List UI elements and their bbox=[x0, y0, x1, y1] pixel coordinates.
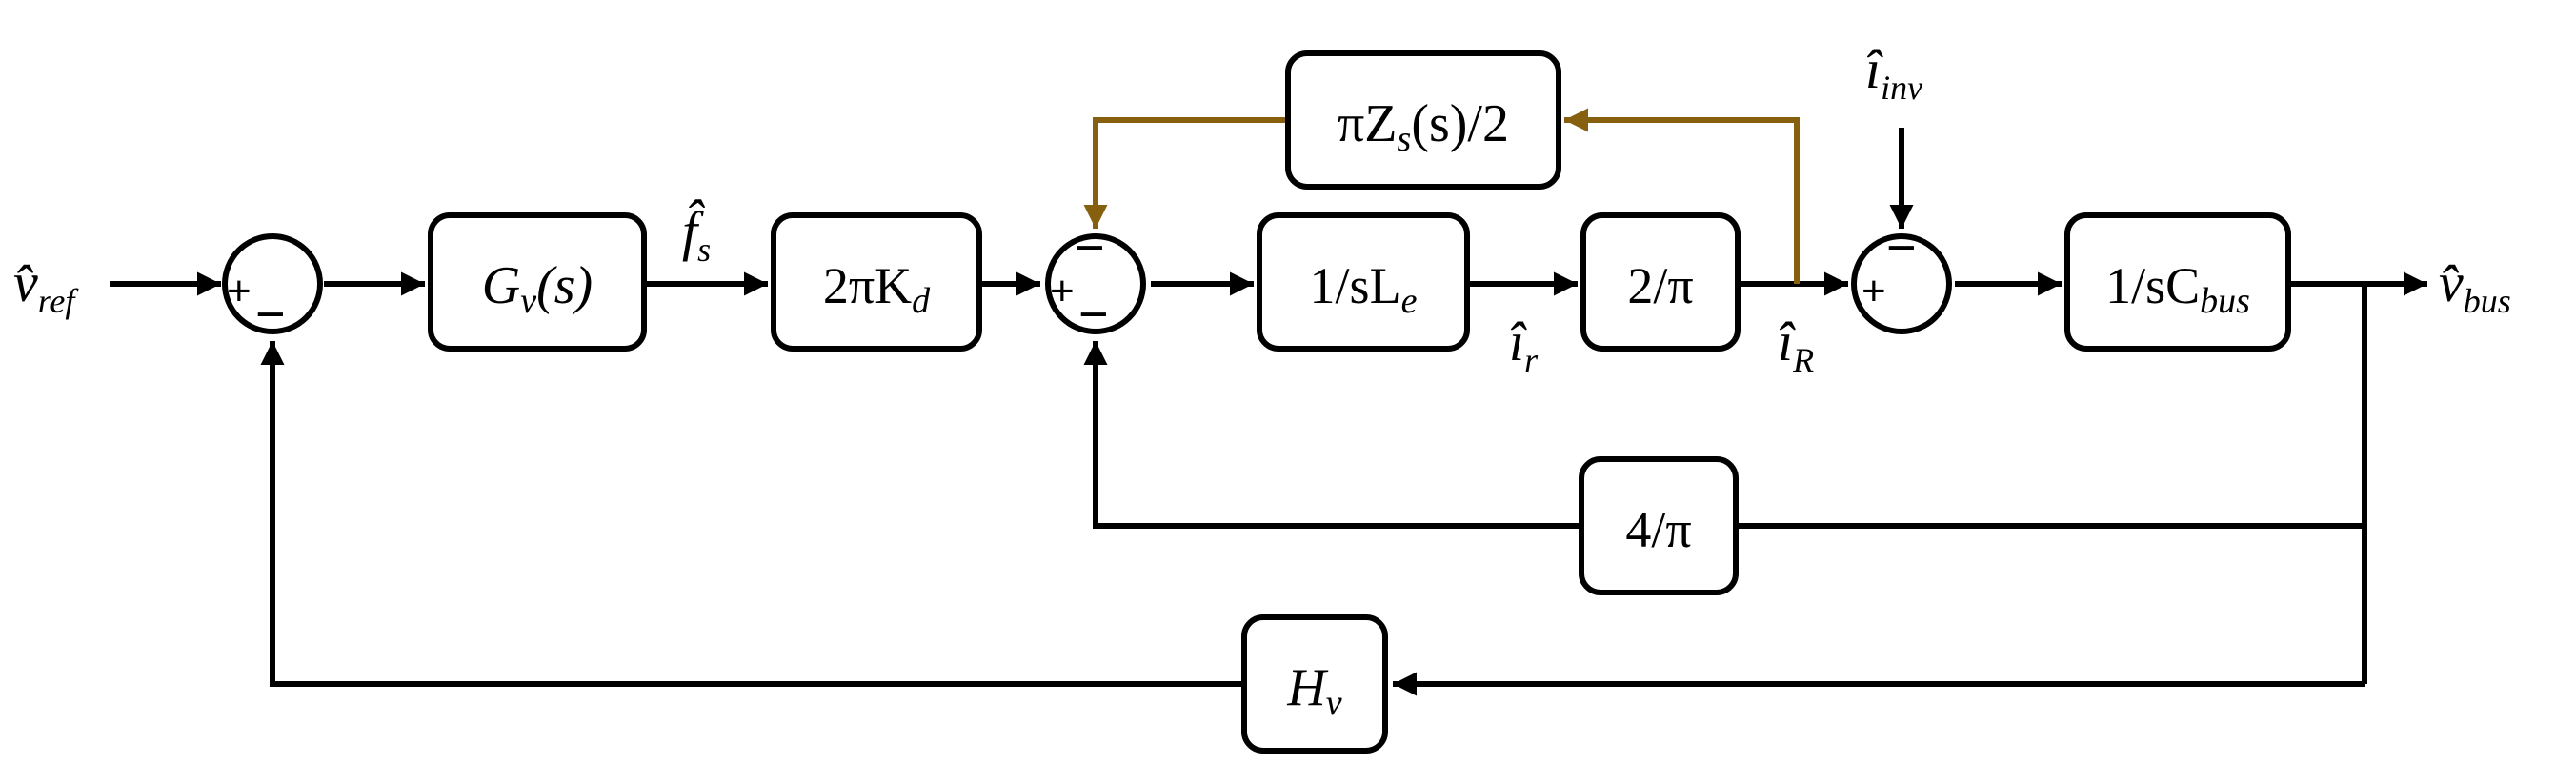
hv-main: H bbox=[1286, 658, 1328, 717]
svg-text:1/sCbus: 1/sCbus bbox=[2105, 257, 2250, 321]
wire-hv-to-sum1 bbox=[260, 341, 1242, 687]
signal-i-R: îR bbox=[1778, 311, 1814, 379]
summing-junction-1: + − bbox=[222, 233, 323, 343]
zs-pre: πZ bbox=[1338, 94, 1397, 153]
cbus-sub: bus bbox=[2200, 281, 2250, 321]
minus-sign: − bbox=[1886, 219, 1917, 276]
wire-iR-to-zs bbox=[1564, 108, 1800, 284]
wire-zs-to-sum2 bbox=[1083, 117, 1288, 229]
le-sub: e bbox=[1401, 281, 1418, 321]
kd-pre: 2πK bbox=[823, 257, 912, 314]
gv-main: G bbox=[482, 256, 520, 315]
svg-text:1/sLe: 1/sLe bbox=[1310, 257, 1418, 321]
svg-text:Gv(s): Gv(s) bbox=[482, 256, 593, 321]
block-cbus: 1/sCbus bbox=[2064, 212, 2291, 352]
signal-v-bus: v̂bus bbox=[2439, 251, 2511, 320]
fourpi-label: 4/π bbox=[1625, 501, 1691, 558]
plus-sign: + bbox=[227, 268, 252, 314]
kd-sub: d bbox=[912, 281, 931, 321]
plus-sign: + bbox=[1050, 268, 1075, 314]
gv-tail: (s) bbox=[536, 256, 593, 315]
plus-sign: + bbox=[1862, 268, 1886, 314]
le-pre: 1/sL bbox=[1310, 257, 1401, 314]
hv-sub: v bbox=[1326, 683, 1342, 723]
twopi-label: 2/π bbox=[1627, 257, 1693, 314]
block-twopi: 2/π bbox=[1580, 212, 1741, 352]
cbus-pre: 1/sC bbox=[2105, 257, 2200, 314]
signal-f-s: f̂s bbox=[682, 200, 711, 269]
block-gv: Gv(s) bbox=[428, 212, 647, 352]
block-le: 1/sLe bbox=[1257, 212, 1470, 352]
svg-text:πZs(s)/2: πZs(s)/2 bbox=[1338, 94, 1509, 159]
minus-sign: − bbox=[1078, 286, 1109, 343]
zs-sub: s bbox=[1398, 119, 1412, 159]
minus-sign: − bbox=[1075, 219, 1105, 276]
zs-tail: (s)/2 bbox=[1411, 94, 1509, 153]
svg-text:2πKd: 2πKd bbox=[823, 257, 931, 321]
block-kd: 2πKd bbox=[771, 212, 982, 352]
signal-i-inv: îinv bbox=[1865, 38, 1922, 107]
gv-sub: v bbox=[520, 281, 536, 321]
block-zs: πZs(s)/2 bbox=[1285, 50, 1561, 190]
signal-v-ref: v̂ref bbox=[13, 251, 79, 320]
minus-sign: − bbox=[255, 286, 286, 343]
summing-junction-2: + − − bbox=[1045, 219, 1146, 343]
wire-fourpi-to-sum2 bbox=[1083, 341, 1581, 529]
block-fourpi: 4/π bbox=[1579, 456, 1739, 595]
summing-junction-3: + − bbox=[1851, 219, 1952, 334]
signal-i-r: îr bbox=[1509, 311, 1539, 379]
block-hv: Hv bbox=[1241, 614, 1388, 754]
svg-text:Hv: Hv bbox=[1286, 658, 1341, 723]
